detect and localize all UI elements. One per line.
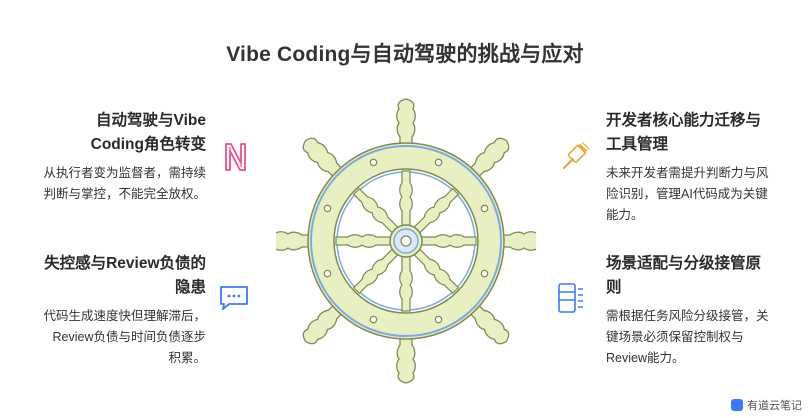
notion-n-icon <box>225 143 246 171</box>
wheel-spoke <box>420 234 477 248</box>
wheel-spoke <box>352 187 400 235</box>
youdao-logo-icon <box>731 399 743 411</box>
wheel-handle <box>276 231 311 251</box>
wheel-handle <box>302 137 344 179</box>
wheel-bolt <box>323 269 332 278</box>
wheel-handle <box>468 303 510 345</box>
wheel-bolt <box>369 315 378 324</box>
server-icon <box>558 283 583 313</box>
scenario-takeover-text: 需根据任务风险分级接管，关 键场景必须保留控制权与 Review能力。 <box>606 309 769 365</box>
wheel-spoke <box>412 247 460 295</box>
wheel-bolt <box>323 204 332 213</box>
wheel-bolts <box>323 158 489 324</box>
wheel-spoke <box>335 234 392 248</box>
badge-label: 有道云笔记 <box>747 400 802 412</box>
wheel-bolt <box>480 204 489 213</box>
block-role-shift: 自动驾驶与Vibe Coding角色转变 从执行者变为监督者，需持续 判断与掌控… <box>22 109 206 205</box>
ship-wheel-illustration <box>276 98 536 384</box>
skill-shift-heading: 开发者核心能力迁移与 工具管理 <box>606 112 762 153</box>
wheel-inner-spokes <box>335 170 477 312</box>
youdao-note-badge: 有道云笔记 <box>731 397 802 413</box>
review-debt-text: 代码生成速度快但理解滞后， Review负债与时间负债逐步 积累。 <box>43 309 206 365</box>
review-debt-heading: 失控感与Review负债的 隐患 <box>44 255 206 296</box>
wheel-handle <box>468 137 510 179</box>
wheel-spoke <box>399 255 413 312</box>
wheel-handle <box>302 303 344 345</box>
block-scenario-takeover: 场景适配与分级接管原 则 需根据任务风险分级接管，关 键场景必须保留控制权与 R… <box>606 252 782 369</box>
wheel-bolt <box>434 315 443 324</box>
wheel-handles <box>276 98 536 384</box>
scenario-takeover-heading: 场景适配与分级接管原 则 <box>606 255 762 296</box>
block-skill-shift: 开发者核心能力迁移与 工具管理 未来开发者需提升判断力与风 险识别，管理AI代码… <box>606 109 782 226</box>
wheel-bolt <box>480 269 489 278</box>
wheel-handle <box>501 231 536 251</box>
skill-shift-text: 未来开发者需提升判断力与风 险识别，管理AI代码成为关键 能力。 <box>606 166 769 222</box>
block-review-debt: 失控感与Review负债的 隐患 代码生成速度快但理解滞后， Review负债与… <box>22 252 206 369</box>
wheel-handle <box>396 98 416 146</box>
wheel-bolt <box>369 158 378 167</box>
chat-bubble-icon <box>220 286 248 310</box>
wheel-bolt <box>434 158 443 167</box>
wheel-rim-blue <box>310 145 502 337</box>
role-shift-heading: 自动驾驶与Vibe Coding角色转变 <box>90 112 206 153</box>
wheel-spoke <box>399 170 413 227</box>
brush-icon <box>562 141 590 170</box>
diagram-title: Vibe Coding与自动驾驶的挑战与应对 <box>226 43 584 66</box>
role-shift-text: 从执行者变为监督者，需持续 判断与掌控，不能完全放权。 <box>43 166 206 201</box>
wheel-spoke <box>352 247 400 295</box>
wheel-spoke <box>412 187 460 235</box>
wheel-handle <box>396 336 416 384</box>
